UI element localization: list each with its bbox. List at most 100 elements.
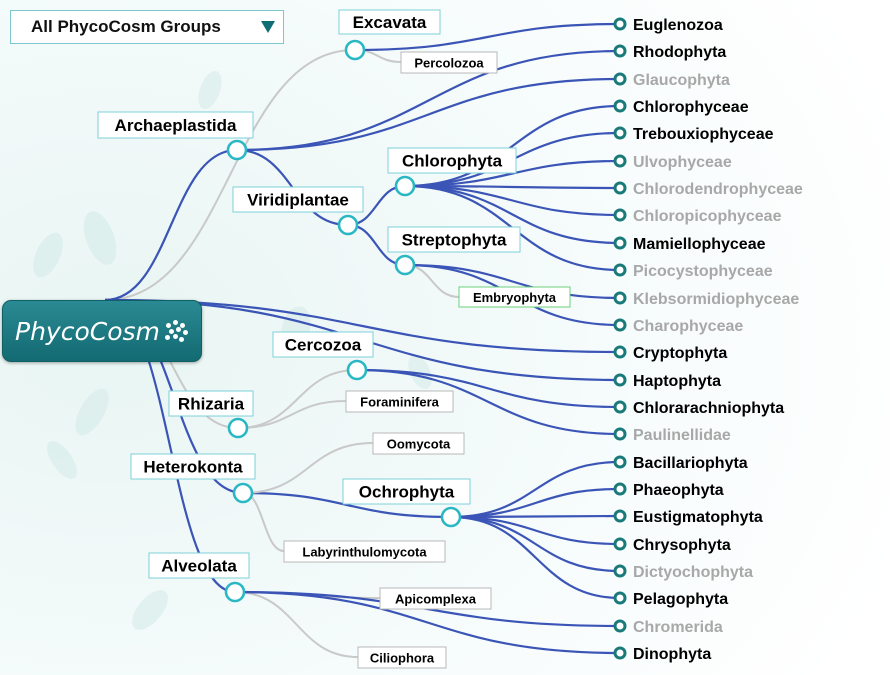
- group-label-cercozoa[interactable]: Cercozoa: [272, 331, 374, 358]
- group-label-heterokonta[interactable]: Heterokonta: [130, 453, 256, 480]
- svg-text:Apicomplexa: Apicomplexa: [395, 592, 477, 607]
- phycocosm-logo[interactable]: PhycoCosm: [2, 300, 202, 362]
- tree-branch: [354, 22, 621, 52]
- tree-branch: [450, 515, 621, 600]
- tree-branch: [234, 590, 621, 655]
- node-ochrophyta[interactable]: [440, 506, 462, 528]
- svg-text:Labyrinthulomycota: Labyrinthulomycota: [302, 545, 427, 560]
- group-label-rhizaria[interactable]: Rhizaria: [168, 390, 254, 417]
- group-label-labyrinthulomycota[interactable]: Labyrinthulomycota: [283, 540, 446, 563]
- leaf-node-haptophyta[interactable]: [613, 373, 627, 387]
- leaf-label-pelagophyta[interactable]: Pelagophyta: [633, 591, 728, 608]
- leaf-node-paulinellidae[interactable]: [613, 427, 627, 441]
- leaf-label-charophyceae[interactable]: Charophyceae: [633, 318, 743, 335]
- leaf-label-dictyochophyta[interactable]: Dictyochophyta: [633, 564, 753, 581]
- leaf-label-trebouxiophyceae[interactable]: Trebouxiophyceae: [633, 126, 774, 143]
- leaf-label-haptophyta[interactable]: Haptophyta: [633, 373, 721, 390]
- svg-text:Oomycota: Oomycota: [387, 437, 451, 452]
- svg-text:Heterokonta: Heterokonta: [143, 458, 243, 477]
- leaf-label-euglenozoa[interactable]: Euglenozoa: [633, 17, 723, 34]
- node-rhizaria[interactable]: [227, 417, 249, 439]
- leaf-label-mamiellophyceae[interactable]: Mamiellophyceae: [633, 236, 766, 253]
- node-cercozoa[interactable]: [346, 359, 368, 381]
- leaf-node-eustigmatophyta[interactable]: [613, 509, 627, 523]
- leaf-node-glaucophyta[interactable]: [613, 72, 627, 86]
- leaf-label-chloropicophyceae[interactable]: Chloropicophyceae: [633, 208, 782, 225]
- tree-branch: [450, 460, 621, 519]
- leaf-node-picocystophyceae[interactable]: [613, 263, 627, 277]
- leaf-label-phaeophyta[interactable]: Phaeophyta: [633, 482, 724, 499]
- leaf-label-rhodophyta[interactable]: Rhodophyta: [633, 44, 726, 61]
- svg-text:Rhizaria: Rhizaria: [178, 395, 245, 414]
- leaf-node-chlorodendrophyceae[interactable]: [613, 181, 627, 195]
- leaf-node-mamiellophyceae[interactable]: [613, 236, 627, 250]
- logo-text: PhycoCosm: [15, 316, 160, 346]
- leaf-node-euglenozoa[interactable]: [613, 17, 627, 31]
- leaf-node-trebouxiophyceae[interactable]: [613, 126, 627, 140]
- leaf-node-chlorarachniophyta[interactable]: [613, 400, 627, 414]
- node-archaeplastida[interactable]: [226, 139, 248, 161]
- leaf-label-picocystophyceae[interactable]: Picocystophyceae: [633, 263, 773, 280]
- svg-text:Alveolata: Alveolata: [161, 557, 237, 576]
- node-excavata[interactable]: [344, 39, 366, 61]
- leaf-label-klebsormidiophyceae[interactable]: Klebsormidiophyceae: [633, 291, 799, 308]
- group-label-ochrophyta[interactable]: Ochrophyta: [342, 478, 471, 505]
- leaf-node-bacillariophyta[interactable]: [613, 455, 627, 469]
- svg-text:Ciliophora: Ciliophora: [370, 651, 435, 666]
- leaf-node-klebsormidiophyceae[interactable]: [613, 291, 627, 305]
- leaf-label-glaucophyta[interactable]: Glaucophyta: [633, 72, 730, 89]
- tree-branch: [404, 184, 621, 245]
- leaf-node-phaeophyta[interactable]: [613, 482, 627, 496]
- node-viridiplantae[interactable]: [337, 214, 359, 236]
- leaf-label-eustigmatophyta[interactable]: Eustigmatophyta: [633, 509, 763, 526]
- leaf-label-paulinellidae[interactable]: Paulinellidae: [633, 427, 731, 444]
- leaf-node-chlorophyceae[interactable]: [613, 99, 627, 113]
- svg-text:Viridiplantae: Viridiplantae: [247, 191, 349, 210]
- leaf-label-dinophyta[interactable]: Dinophyta: [633, 646, 711, 663]
- svg-text:Cercozoa: Cercozoa: [285, 336, 362, 355]
- group-label-alveolata[interactable]: Alveolata: [148, 552, 250, 579]
- leaf-node-chromerida[interactable]: [613, 619, 627, 633]
- leaf-node-ulvophyceae[interactable]: [613, 154, 627, 168]
- leaf-node-chrysophyta[interactable]: [613, 537, 627, 551]
- group-label-apicomplexa[interactable]: Apicomplexa: [379, 587, 492, 610]
- node-streptophyta[interactable]: [394, 254, 416, 276]
- leaf-label-chlorarachniophyta[interactable]: Chlorarachniophyta: [633, 400, 784, 417]
- tree-branch: [242, 491, 452, 519]
- leaf-node-chloropicophyceae[interactable]: [613, 208, 627, 222]
- group-label-percolozoa[interactable]: Percolozoa: [400, 51, 498, 74]
- group-label-ciliophora[interactable]: Ciliophora: [357, 646, 447, 669]
- leaf-node-pelagophyta[interactable]: [613, 591, 627, 605]
- node-alveolata[interactable]: [224, 581, 246, 603]
- group-label-embryophyta[interactable]: Embryophyta: [458, 286, 571, 308]
- leaf-label-chrysophyta[interactable]: Chrysophyta: [633, 537, 731, 554]
- leaf-label-chromerida[interactable]: Chromerida: [633, 619, 723, 636]
- group-label-excavata[interactable]: Excavata: [338, 9, 441, 35]
- leaf-node-cryptophyta[interactable]: [613, 345, 627, 359]
- leaf-node-rhodophyta[interactable]: [613, 44, 627, 58]
- group-label-chlorophyta[interactable]: Chlorophyta: [387, 147, 517, 174]
- tree-branch: [237, 400, 347, 429]
- chevron-down-icon: [261, 21, 275, 33]
- leaf-node-dictyochophyta[interactable]: [613, 564, 627, 578]
- node-heterokonta[interactable]: [232, 482, 254, 504]
- tree-branch: [404, 184, 621, 190]
- group-label-oomycota[interactable]: Oomycota: [372, 432, 465, 455]
- group-label-streptophyta[interactable]: Streptophyta: [387, 226, 521, 253]
- group-label-archaeplastida[interactable]: Archaeplastida: [97, 111, 254, 139]
- leaf-label-ulvophyceae[interactable]: Ulvophyceae: [633, 154, 732, 171]
- leaf-node-dinophyta[interactable]: [613, 646, 627, 660]
- group-label-viridiplantae[interactable]: Viridiplantae: [232, 186, 364, 213]
- leaf-node-charophyceae[interactable]: [613, 318, 627, 332]
- svg-text:Foraminifera: Foraminifera: [360, 395, 440, 410]
- node-chlorophyta[interactable]: [394, 175, 416, 197]
- leaf-label-chlorodendrophyceae[interactable]: Chlorodendrophyceae: [633, 181, 803, 198]
- leaf-label-cryptophyta[interactable]: Cryptophyta: [633, 345, 727, 362]
- leaf-label-chlorophyceae[interactable]: Chlorophyceae: [633, 99, 749, 116]
- group-selector-label: All PhycoCosm Groups: [31, 17, 221, 36]
- group-label-foraminifera[interactable]: Foraminifera: [345, 390, 454, 413]
- group-selector-dropdown[interactable]: All PhycoCosm Groups: [10, 10, 284, 44]
- leaf-label-bacillariophyta[interactable]: Bacillariophyta: [633, 455, 748, 472]
- svg-text:Chlorophyta: Chlorophyta: [402, 152, 503, 171]
